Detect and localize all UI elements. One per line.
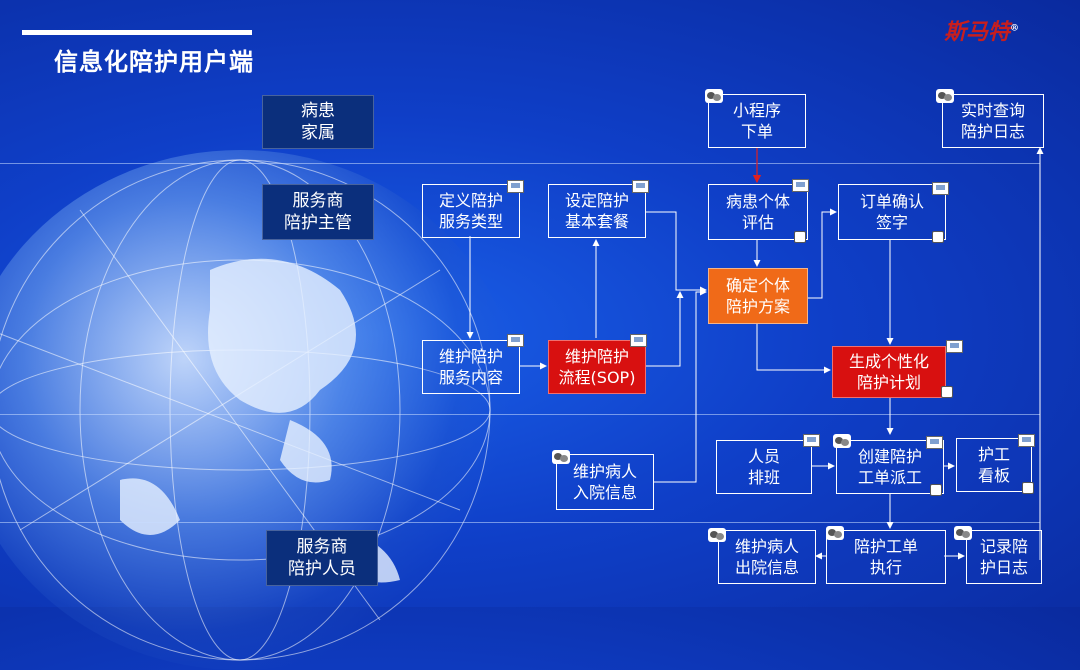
title-accent-bar <box>22 30 252 35</box>
mobile-icon <box>930 484 942 496</box>
wechat-icon <box>936 89 954 103</box>
node-define-service-type: 定义陪护服务类型 <box>422 184 520 238</box>
globe-background <box>0 150 520 670</box>
computer-icon <box>630 334 647 347</box>
lane-divider <box>0 414 1040 415</box>
wechat-icon <box>954 526 972 540</box>
node-order-confirm-sign: 订单确认签字 <box>838 184 946 240</box>
mobile-icon <box>794 231 806 243</box>
wechat-icon <box>705 89 723 103</box>
wechat-icon <box>552 450 570 464</box>
node-confirm-care-plan: 确定个体陪护方案 <box>708 268 808 324</box>
node-patient-assessment: 病患个体评估 <box>708 184 808 240</box>
node-realtime-query-log: 实时查询陪护日志 <box>942 94 1044 148</box>
role-manager: 服务商陪护主管 <box>262 184 374 240</box>
computer-icon <box>932 182 949 195</box>
wechat-icon <box>708 528 726 542</box>
mobile-icon <box>941 386 953 398</box>
node-create-work-order: 创建陪护工单派工 <box>836 440 944 494</box>
node-record-care-log: 记录陪护日志 <box>966 530 1042 584</box>
node-execute-work-order: 陪护工单执行 <box>826 530 946 584</box>
brand-logo: 斯马特® <box>944 19 1020 45</box>
role-staff: 服务商陪护人员 <box>266 530 378 586</box>
node-discharge-info: 维护病人出院信息 <box>718 530 816 584</box>
node-set-basic-package: 设定陪护基本套餐 <box>548 184 646 238</box>
mobile-icon <box>1022 482 1034 494</box>
node-admission-info: 维护病人入院信息 <box>556 454 654 510</box>
node-mini-program-order: 小程序下单 <box>708 94 806 148</box>
computer-icon <box>803 434 820 447</box>
node-generate-personal-plan: 生成个性化陪护计划 <box>832 346 946 398</box>
computer-icon <box>926 436 943 449</box>
computer-icon <box>792 179 809 192</box>
computer-icon <box>507 334 524 347</box>
node-maintain-sop: 维护陪护流程(SOP) <box>548 340 646 394</box>
role-family: 病患家属 <box>262 95 374 149</box>
page-title: 信息化陪护用户端 <box>54 48 254 76</box>
lane-divider <box>0 522 1040 523</box>
mobile-icon <box>932 231 944 243</box>
lane-divider <box>0 163 1040 164</box>
computer-icon <box>507 180 524 193</box>
computer-icon <box>1018 434 1035 447</box>
node-maintain-service-content: 维护陪护服务内容 <box>422 340 520 394</box>
flow-arrows <box>466 147 1044 560</box>
computer-icon <box>632 180 649 193</box>
computer-icon <box>946 340 963 353</box>
wechat-icon <box>833 434 851 448</box>
node-staff-scheduling: 人员排班 <box>716 440 812 494</box>
wechat-icon <box>826 526 844 540</box>
node-caregiver-board: 护工看板 <box>956 438 1032 492</box>
